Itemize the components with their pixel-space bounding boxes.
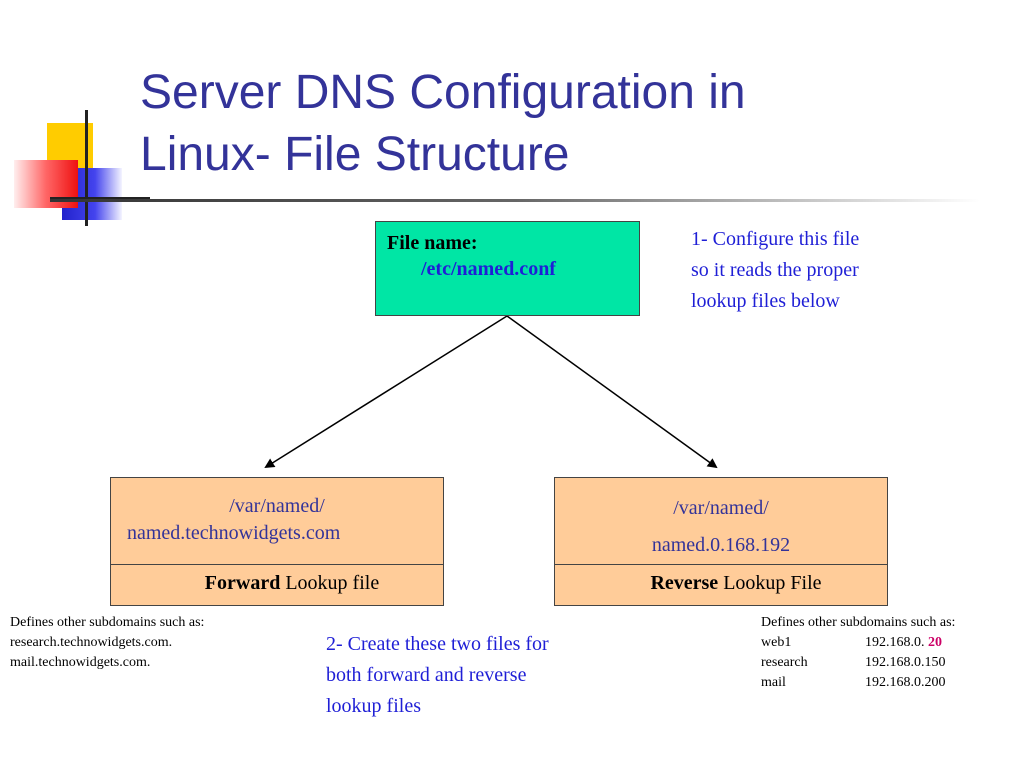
forward-path-line-2: named.technowidgets.com [127, 522, 341, 544]
arrow-to-reverse [506, 315, 718, 469]
ip-highlight: 20 [928, 635, 942, 650]
title-line-2: Linux- File Structure [140, 128, 570, 181]
logo-decoration [12, 110, 152, 230]
subdomain-name: web1 [761, 635, 792, 650]
conf-file-path: /etc/named.conf [421, 258, 556, 280]
reverse-subdomains: Defines other subdomains such as: web1 1… [761, 613, 1021, 693]
subdomain-ip: 192.168.0.150 [865, 655, 946, 670]
configure-note: 1- Configure this file so it reads the p… [691, 224, 931, 317]
subdomain-name: research [761, 655, 808, 670]
forward-lookup-box: /var/named/ named.technowidgets.com Forw… [110, 477, 444, 606]
subdomain-ip: 192.168.0. 20 [865, 633, 942, 653]
reverse-lookup-box: /var/named/ named.0.168.192 Reverse Look… [554, 477, 888, 606]
title-line-1: Server DNS Configuration in [140, 66, 746, 119]
title-underline [50, 199, 980, 202]
create-files-note: 2- Create these two files for both forwa… [326, 629, 626, 722]
reverse-footer-bold: Reverse [650, 572, 719, 594]
subdomain-item: mail.technowidgets.com. [10, 655, 151, 670]
slide-title: Server DNS Configuration in Linux- File … [140, 62, 1000, 186]
note-line: lookup files [326, 695, 421, 717]
forward-footer: Forward Lookup file [111, 572, 443, 595]
note-line: so it reads the proper [691, 259, 859, 281]
subdomain-ip: 192.168.0.200 [865, 675, 946, 690]
box-divider [111, 564, 443, 565]
named-conf-box: File name: /etc/named.conf [375, 221, 640, 316]
reverse-footer: Reverse Lookup File [555, 572, 887, 595]
note-line: 2- Create these two files for [326, 633, 549, 655]
subdomain-name: mail [761, 675, 786, 690]
forward-footer-rest: Lookup file [280, 572, 380, 594]
horizontal-line [50, 197, 150, 200]
subdomains-heading: Defines other subdomains such as: [10, 615, 205, 630]
forward-footer-bold: Forward [204, 572, 281, 594]
note-line: lookup files below [691, 290, 840, 312]
vertical-line [85, 110, 88, 226]
arrow-to-forward [264, 315, 508, 469]
reverse-footer-rest: Lookup File [718, 572, 822, 594]
subdomain-row: web1 192.168.0. 20 [761, 633, 1021, 653]
reverse-path-line-2: named.0.168.192 [651, 534, 791, 556]
subdomain-item: research.technowidgets.com. [10, 635, 173, 650]
forward-path-line-1: /var/named/ [229, 495, 325, 517]
reverse-path-line-1: /var/named/ [673, 497, 769, 519]
subdomain-row: research 192.168.0.150 [761, 653, 1021, 673]
subdomain-row: mail 192.168.0.200 [761, 673, 1021, 693]
conf-file-label: File name: [387, 232, 478, 254]
note-line: both forward and reverse [326, 664, 527, 686]
ip-prefix: 192.168.0. [865, 635, 928, 650]
subdomains-heading: Defines other subdomains such as: [761, 615, 956, 630]
box-divider [555, 564, 887, 565]
forward-subdomains: Defines other subdomains such as: resear… [10, 613, 310, 673]
note-line: 1- Configure this file [691, 228, 860, 250]
